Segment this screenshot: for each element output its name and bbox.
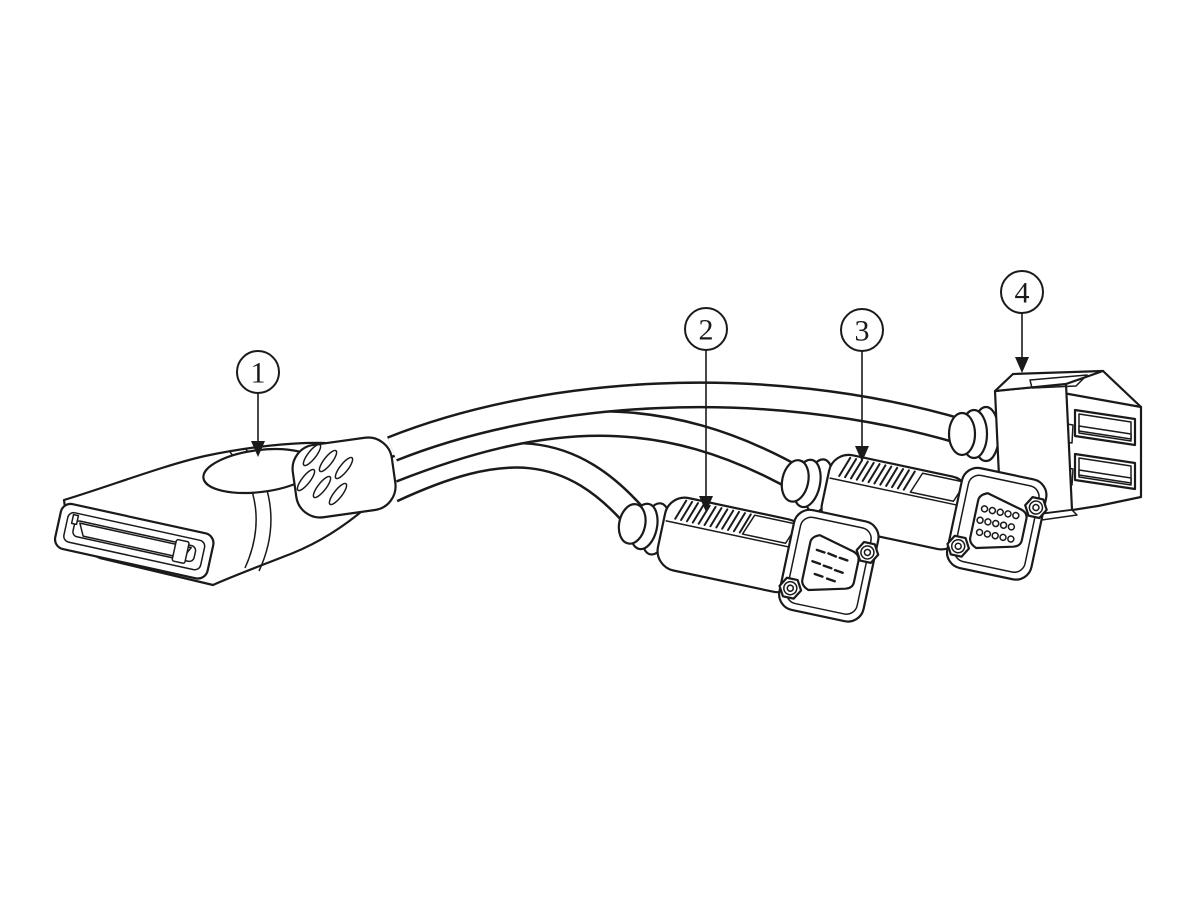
usb-port-upper: [1073, 408, 1137, 447]
callout-2-number: 2: [699, 314, 714, 347]
callout-2-circle: [684, 307, 728, 351]
serial-connector: [617, 496, 880, 623]
serial-jackscrew-right: [855, 540, 880, 564]
cable-to-vga-connector: [387, 410, 809, 494]
callout-4-arrowhead: [1015, 357, 1029, 373]
callout-3-arrowhead: [855, 446, 869, 462]
callout-1-number: 1: [251, 357, 266, 390]
callout-4-circle: [1000, 270, 1044, 314]
callout-2: 2: [684, 307, 728, 512]
vga-grip-ribs: [838, 456, 916, 491]
console-connector-face: [53, 502, 215, 580]
callout-3: 3: [840, 308, 884, 462]
cable-to-serial-connector: [386, 441, 652, 533]
usb-tongue-lower: [1078, 469, 1132, 484]
console-connector-strain-boot: [291, 436, 397, 519]
cable-to-usb-connector: [387, 381, 967, 462]
console-connector: [53, 436, 397, 587]
callout-3-number: 3: [855, 315, 870, 348]
usb-tongue-upper: [1078, 425, 1132, 440]
callout-4-number: 4: [1015, 277, 1030, 310]
vga-jackscrew-left: [946, 534, 971, 558]
usb-block-top-recess: [1029, 374, 1088, 389]
callout-1-circle: [236, 350, 280, 394]
vga-jackscrew-right: [1024, 496, 1048, 520]
vga-top-recess: [909, 472, 967, 503]
serial-strain-rings: [617, 502, 671, 556]
serial-pins: [811, 548, 849, 583]
usb-block-back-edge: [1101, 369, 1143, 409]
serial-body-edge-line: [665, 520, 801, 551]
callout-3-circle: [840, 308, 884, 352]
usb-strain-rings: [947, 405, 1001, 463]
callout-1: 1: [236, 350, 280, 457]
callout-4: 4: [1000, 270, 1044, 373]
vga-pin-holes: [975, 505, 1020, 543]
callout-2-arrowhead: [699, 496, 713, 512]
callout-1-arrowhead: [251, 441, 265, 457]
usb-port-lower: [1073, 452, 1137, 491]
serial-grip-ribs: [674, 499, 752, 534]
vga-body-edge-line: [829, 477, 965, 508]
serial-top-recess: [741, 514, 799, 544]
serial-jackscrew-left: [778, 576, 803, 600]
